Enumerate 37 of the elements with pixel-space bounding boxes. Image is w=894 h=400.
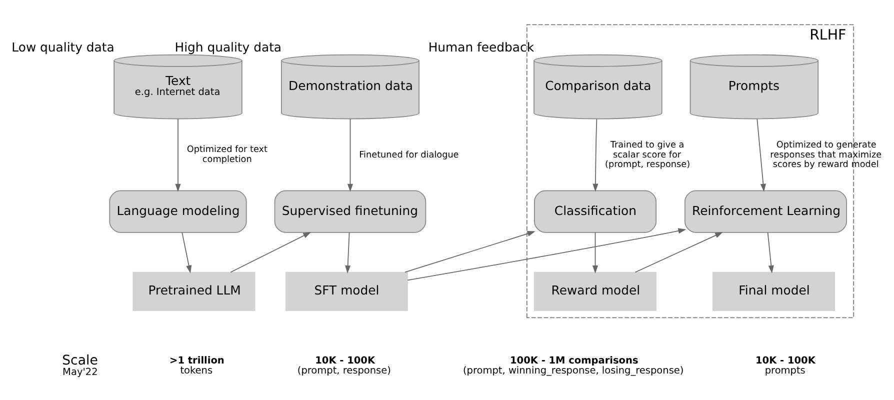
label: Scale: [62, 354, 98, 369]
node-box: Language modeling: [109, 190, 247, 233]
arrow: [592, 118, 598, 192]
node-box: Reward model: [534, 272, 657, 311]
node-label: Low quality data: [12, 39, 114, 54]
arrow: [407, 228, 686, 281]
arrow: [756, 118, 766, 192]
arrow: [592, 232, 598, 274]
node-box: Classification: [534, 190, 657, 233]
node-box: Final model: [712, 272, 835, 311]
arrow: [182, 232, 192, 274]
arrow: [175, 118, 181, 192]
edge-label: Optimized for text completion: [186, 145, 268, 165]
label: (prompt, response): [297, 365, 391, 376]
node-box: Supervised finetuning: [274, 190, 426, 233]
arrow: [767, 232, 774, 274]
edge-label: Trained to give a scalar score for (prompt, response): [605, 140, 690, 170]
node-box: SFT model: [285, 272, 408, 311]
node-box: Pretrained LLM: [132, 272, 256, 311]
node-label: High quality data: [174, 39, 282, 54]
node-box: Reinforcement Learning: [684, 190, 847, 233]
label: 100K - 1M comparisons: [510, 356, 638, 367]
label: tokens: [180, 365, 213, 376]
arrow: [230, 232, 312, 273]
arrow: [634, 232, 724, 273]
arrow: [347, 118, 354, 192]
label: prompts: [764, 365, 806, 376]
label: >1 trillion: [170, 356, 224, 367]
label: 10K - 100K: [315, 356, 376, 367]
label: (prompt, winning_response, losing_response): [462, 365, 684, 376]
edge-label: Optimized to generate responses that maximize scores by reward model: [770, 140, 882, 170]
node-label: Human feedback: [428, 39, 534, 54]
label: 10K - 100K: [756, 356, 816, 367]
edge-label: Finetuned for dialogue: [359, 150, 459, 160]
arrow: [404, 230, 536, 273]
arrow: [345, 232, 351, 274]
label: May'22: [62, 367, 98, 378]
